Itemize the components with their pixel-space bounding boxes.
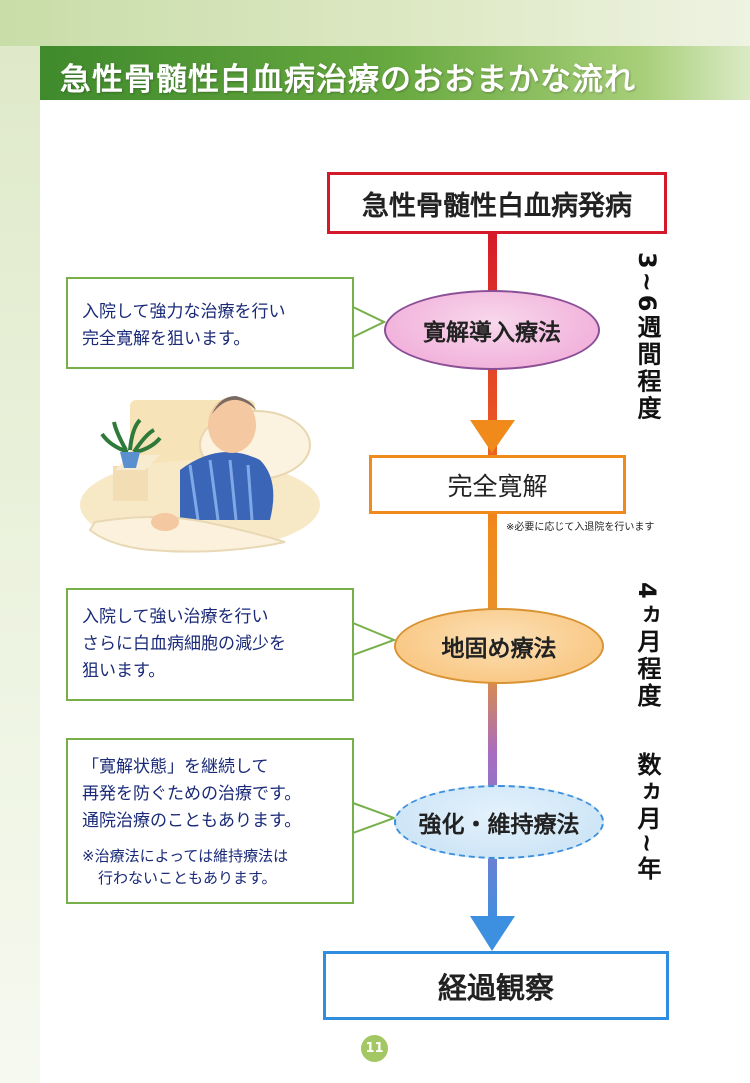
header-band — [0, 0, 750, 46]
footnote-line: ※治療法によっては維持療法は — [82, 847, 289, 865]
page-title: 急性骨髄性白血病治療のおおまかな流れ — [60, 62, 636, 98]
consolidation-therapy-node: 地固め療法 — [394, 608, 604, 684]
callout-line: 入院して強い治療を行い — [82, 607, 269, 627]
callout-line: さらに白血病細胞の減少を — [82, 634, 286, 654]
callout-line: 狙います。 — [82, 661, 166, 681]
induction-therapy-node: 寛解導入療法 — [384, 290, 600, 370]
arrow-head-remission — [470, 420, 515, 453]
duration-consolidation: 4ヵ月程度 — [633, 582, 661, 710]
callout-pointer-induction — [352, 305, 387, 339]
callout-consolidation: 入院して強い治療を行い さらに白血病細胞の減少を 狙います。 — [66, 588, 354, 701]
page-number: 11 — [361, 1035, 388, 1062]
callout-maintenance: 「寛解状態」を継続して 再発を防ぐための治療です。 通院治療のこともあります。 … — [66, 738, 354, 904]
footnote-line: 行わないこともあります。 — [98, 869, 277, 887]
callout-line: 再発を防ぐための治療です。 — [82, 784, 302, 804]
complete-remission-box: 完全寛解 — [369, 455, 626, 514]
callout-pointer-consolidation — [352, 621, 397, 657]
remission-note: ※必要に応じて入退院を行います — [506, 522, 655, 533]
observation-box: 経過観察 — [323, 951, 669, 1020]
maintenance-footnote: ※治療法によっては維持療法は 行わないこともあります。 — [82, 845, 338, 889]
callout-line: 通院治療のこともあります。 — [82, 811, 302, 831]
callout-induction: 入院して強力な治療を行い 完全寛解を狙います。 — [66, 277, 354, 369]
title-bar: 急性骨髄性白血病治療のおおまかな流れ — [40, 46, 750, 100]
maintenance-therapy-node: 強化・維持療法 — [394, 785, 604, 859]
onset-box: 急性骨髄性白血病発病 — [327, 172, 667, 234]
callout-line: 完全寛解を狙います。 — [82, 329, 251, 349]
callout-line: 入院して強力な治療を行い — [82, 302, 286, 322]
callout-line: 「寛解状態」を継続して — [82, 757, 269, 777]
duration-induction: 3~6週間程度 — [633, 252, 661, 423]
arrow-head-observation — [470, 916, 515, 951]
duration-maintenance: 数ヵ月~年 — [633, 752, 661, 884]
left-stripe — [0, 46, 40, 1083]
flow-stem — [488, 228, 497, 928]
callout-pointer-maintenance — [352, 801, 397, 835]
patient-illustration — [80, 396, 320, 553]
